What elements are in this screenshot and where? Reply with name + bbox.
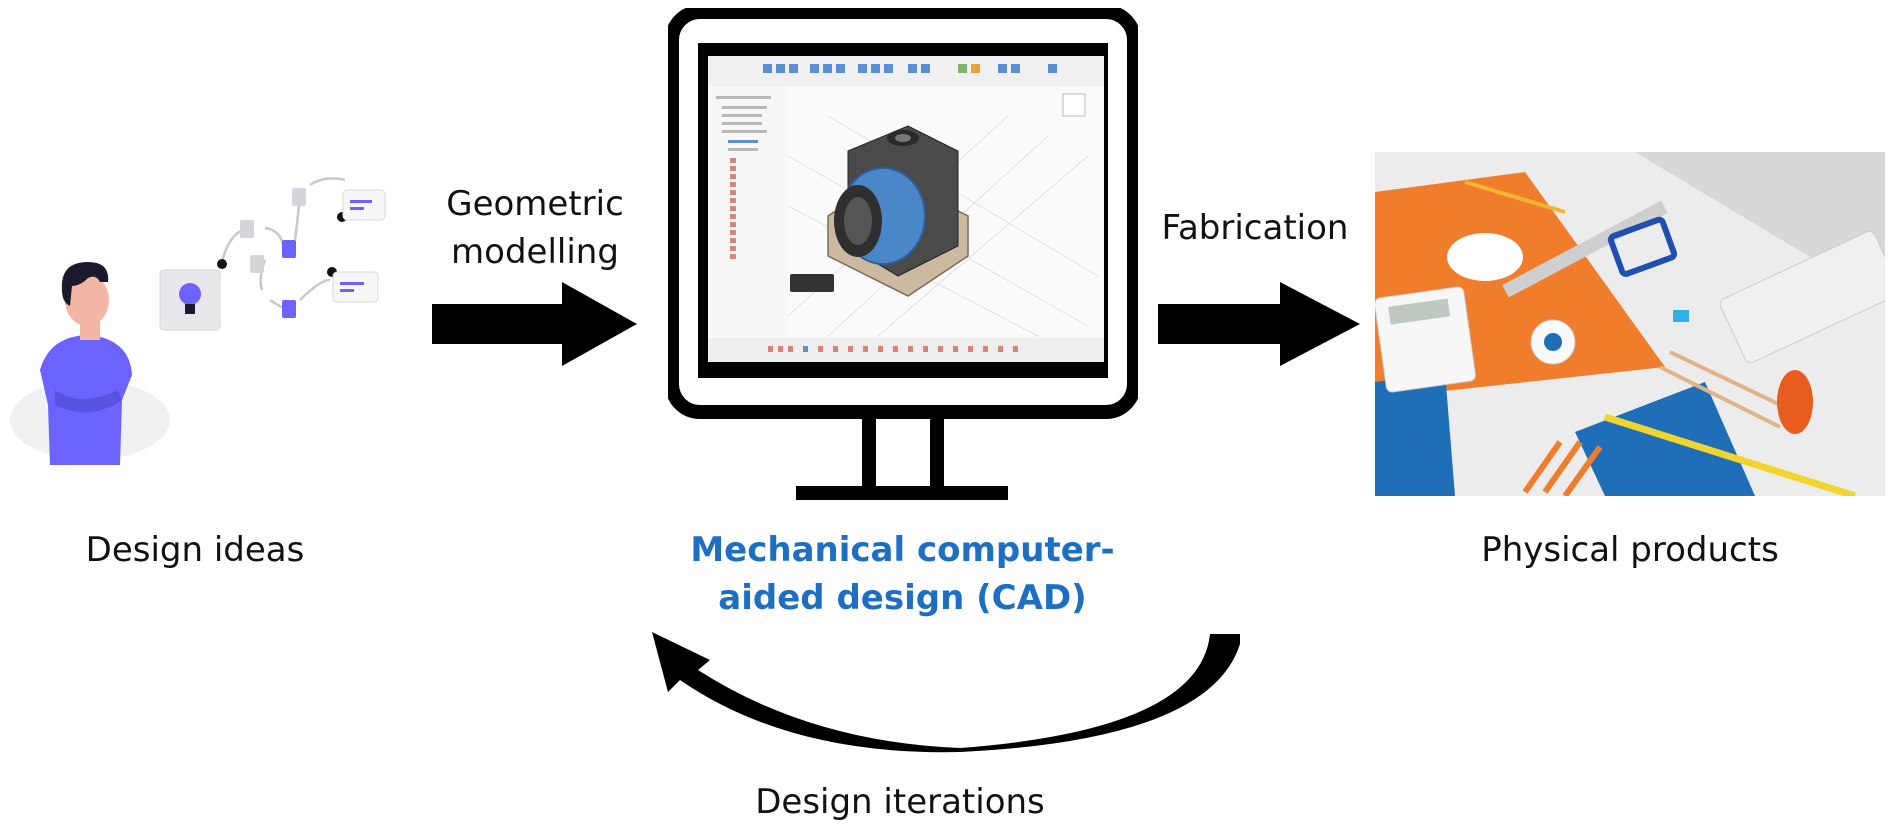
physical-products-photo [1375,152,1885,496]
design-iterations-arrow [560,630,1250,770]
blue-sharpener [1673,310,1689,322]
blue-frame [1607,216,1678,277]
cad-screen-content [708,56,1104,362]
cad-viewcube [1062,93,1086,117]
blue-paper [1375,372,1455,496]
idea-card-2 [332,271,379,303]
cad-label-line1: Mechanical computer- [690,530,1115,570]
person-head [65,274,109,326]
orange-pen-1 [1522,440,1563,494]
arrow-to-cad [432,282,637,366]
lightbulb-icon [179,283,201,305]
design-iterations-label: Design iterations [755,782,1045,822]
physical-products-label: Physical products [1481,530,1779,570]
fabrication-label: Fabrication [1161,208,1349,248]
geometric-label-line1: Geometric [446,184,624,224]
person-hair [61,262,109,306]
cad-browser-panel [708,86,788,336]
monitor-stand-right [930,412,944,492]
geometric-label-line2: modelling [451,232,619,272]
design-ideas-illustration [0,150,400,470]
tape-measure [1603,413,1857,496]
idea-card-1 [342,189,386,221]
design-ideas-label: Design ideas [85,530,305,570]
keyboard [1719,230,1885,364]
idea-flow-lines [220,177,346,312]
pencil-1 [1669,350,1796,414]
ruler [1502,200,1668,298]
cad-toolbar [708,56,1104,86]
stapler [1777,370,1813,434]
geometric-modelling-label: Geometric modelling [420,180,650,276]
arrow-to-products [1158,282,1360,366]
person-arms [55,390,122,413]
cad-timeline [708,338,1104,362]
mouse [1447,233,1523,281]
cad-label-line2: aided design (CAD) [718,578,1087,618]
cad-tooltip [790,274,834,292]
monitor-base [796,486,1008,500]
cad-label: Mechanical computer- aided design (CAD) [645,526,1160,622]
monitor-stand-left [862,412,876,492]
